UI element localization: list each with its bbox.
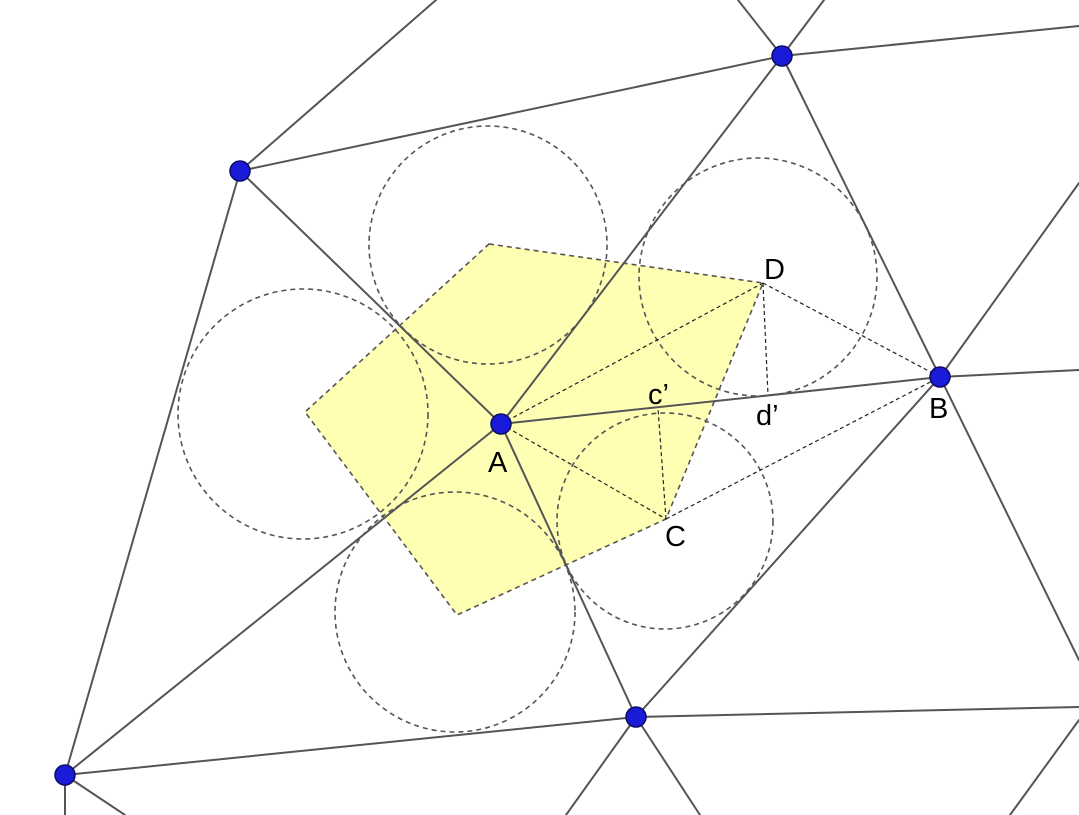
mesh-edge xyxy=(64,774,126,815)
mesh-edge xyxy=(500,376,941,425)
label-d-prime: d’ xyxy=(756,400,779,432)
label-a: A xyxy=(488,447,508,479)
dashed-circle-top xyxy=(368,125,608,365)
mesh-node xyxy=(625,706,647,728)
mesh-nodes xyxy=(54,45,951,786)
label-c-prime: c’ xyxy=(648,379,669,411)
mesh-edges xyxy=(64,0,1079,815)
mesh-edge xyxy=(635,716,701,815)
mesh-node xyxy=(771,45,793,67)
mesh-edge xyxy=(239,0,437,172)
mesh-edge xyxy=(781,55,941,378)
construction-line-a-c xyxy=(500,423,667,520)
label-d: D xyxy=(764,254,785,286)
mesh-edge xyxy=(500,423,637,718)
mesh-edge xyxy=(500,55,783,425)
mesh-edge xyxy=(939,376,1079,661)
construction-line-d-dprime xyxy=(762,282,769,396)
construction-line-d-b xyxy=(762,282,941,378)
mesh-edge xyxy=(781,0,825,57)
dashed-circle-top-right xyxy=(638,157,878,397)
construction-line-c-b xyxy=(665,376,941,520)
point-labels: A B C D c’ d’ xyxy=(488,254,948,553)
mesh-edge xyxy=(635,376,941,718)
mesh-edge xyxy=(565,716,637,815)
mesh-node xyxy=(229,160,251,182)
dashed-circle-bottom xyxy=(334,491,576,733)
mesh-node xyxy=(54,764,76,786)
mesh-edge xyxy=(781,25,1079,57)
label-c: C xyxy=(665,521,686,553)
shaded-cell-polygon xyxy=(303,243,765,616)
mesh-node-b xyxy=(929,366,951,388)
dashed-circle-left xyxy=(177,288,429,540)
label-b: B xyxy=(929,393,948,425)
construction-lines xyxy=(500,282,941,520)
mesh-edge xyxy=(64,716,637,776)
mesh-edge xyxy=(64,423,502,776)
mesh-edge xyxy=(635,706,1079,718)
mesh-edge xyxy=(64,170,241,776)
mesh-edge xyxy=(1009,719,1079,815)
dashed-circles xyxy=(177,125,878,733)
dashed-circle-right xyxy=(556,412,774,630)
mesh-edge xyxy=(239,170,502,425)
mesh-edge xyxy=(939,182,1079,378)
mesh-edge xyxy=(939,369,1079,378)
mesh-edge xyxy=(239,55,783,172)
construction-line-a-d xyxy=(500,282,764,425)
construction-line-c-cprime xyxy=(657,407,667,520)
mesh-edge xyxy=(737,0,783,57)
mesh-node-a xyxy=(490,413,512,435)
